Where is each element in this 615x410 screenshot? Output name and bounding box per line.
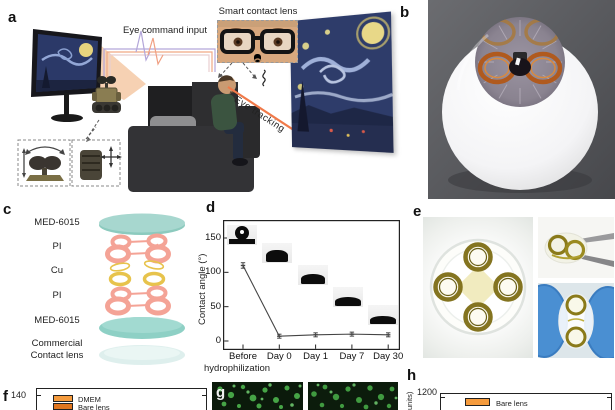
lens-on-eyeball-photo xyxy=(428,0,615,199)
arrowhead xyxy=(252,74,257,79)
f-legend-label-bare: Bare lens xyxy=(78,403,110,410)
panel-a: a xyxy=(0,0,400,202)
robot xyxy=(92,76,121,113)
tv-display xyxy=(31,29,102,122)
panel-b: b xyxy=(395,0,615,200)
dashed-arrows xyxy=(85,62,255,140)
d-ytick-label: 150 xyxy=(205,232,221,243)
panel-g-image-2 xyxy=(308,382,398,410)
layer-label-med6015-bottom: MED-6015 xyxy=(34,315,80,326)
f-legend-label-dmem: DMEM xyxy=(78,395,101,404)
starry-night-painting xyxy=(289,11,394,153)
panel-h-label: h xyxy=(407,367,417,384)
h-y-axis-title-partial: units) xyxy=(405,391,414,410)
arrowhead xyxy=(218,73,223,78)
h-ytick-1200: 1200 xyxy=(417,387,438,397)
contact-angle-inset-day0 xyxy=(262,243,292,263)
contact-angle-inset-day1 xyxy=(298,265,328,285)
face-with-glasses xyxy=(218,21,297,62)
layer-label-cu: Cu xyxy=(50,265,64,276)
panel-b-label: b xyxy=(400,4,410,21)
smart-contact-lens-label: Smart contact lens xyxy=(218,6,298,17)
layer-label-commercial-line2: Contact lens xyxy=(30,350,84,361)
d-y-axis-title: Contact angle (°) xyxy=(197,253,208,325)
panel-a-label: a xyxy=(8,9,17,26)
f-ytick-mark-right xyxy=(202,395,206,397)
d-ytick-label: 0 xyxy=(215,335,221,346)
lens-layer-stack xyxy=(99,213,185,365)
d-xtick-label: Day 30 xyxy=(373,351,404,362)
d-xlabel-line2: hydrophilization xyxy=(204,363,271,374)
panel-f: f 140 DMEM Bare lens xyxy=(0,383,212,410)
d-xtick-label: Day 7 xyxy=(339,351,365,362)
panel-d: d Contact angle (°) hydrophilization 0 50… xyxy=(195,198,412,382)
smart-contact-lens-photo xyxy=(217,20,298,63)
panel-e-label: e xyxy=(413,203,422,220)
d-xtick-label: Day 0 xyxy=(266,351,292,362)
contact-angle-inset-day30 xyxy=(368,305,398,325)
projection-cone xyxy=(99,44,146,100)
person-on-couch xyxy=(210,75,248,166)
f-ytick-mark xyxy=(37,395,41,397)
panel-h: h units) 1200 Bare lens xyxy=(402,368,615,410)
lens-top-view-photo xyxy=(423,217,533,358)
panel-e: e xyxy=(411,203,615,363)
f-ytick-140: 140 xyxy=(11,390,27,400)
f-legend-swatch-bare xyxy=(53,403,73,410)
h-legend-swatch-bare xyxy=(465,398,490,406)
panel-c: c MED-6015 PI Cu PI MED-6015 Commercial … xyxy=(0,198,200,380)
layer-label-commercial-line1: Commercial xyxy=(31,338,83,349)
layer-label-pi-bottom: PI xyxy=(52,290,62,301)
panel-g-image-1: g xyxy=(212,382,303,410)
layer-label-pi-top: PI xyxy=(52,241,62,252)
d-ytick-label: 50 xyxy=(210,300,221,312)
panel-d-label: d xyxy=(206,199,216,216)
contact-angle-inset-before xyxy=(227,225,257,245)
f-legend-swatch-dmem xyxy=(53,395,73,402)
signal-squiggle-icon xyxy=(262,69,266,87)
f-axis-box xyxy=(36,388,207,410)
panel-c-label: c xyxy=(3,201,12,218)
contact-angle-inset-day7 xyxy=(333,287,363,307)
h-ytick-mark xyxy=(441,397,445,399)
h-legend-label-bare: Bare lens xyxy=(496,399,528,408)
d-ytick-label: 100 xyxy=(205,266,221,278)
robot-detail-boxes xyxy=(17,139,122,187)
living-room-illustration xyxy=(17,29,313,192)
lens-tweezers-photo xyxy=(538,217,614,278)
panel-g-label: g xyxy=(216,384,226,401)
contact-angle-chart xyxy=(223,220,400,350)
h-ytick-mark-right xyxy=(607,397,611,399)
command-signal-lines xyxy=(103,30,216,80)
contact-lens-coils xyxy=(477,18,563,104)
eye-command-input-label: Eye command input xyxy=(123,25,207,36)
layer-label-med6015-top: MED-6015 xyxy=(34,217,80,228)
lens-stretch-photo xyxy=(538,283,614,358)
d-xtick-label: Day 1 xyxy=(303,351,328,362)
panel-f-label: f xyxy=(3,388,8,405)
d-xtick-label: Before xyxy=(229,351,257,362)
